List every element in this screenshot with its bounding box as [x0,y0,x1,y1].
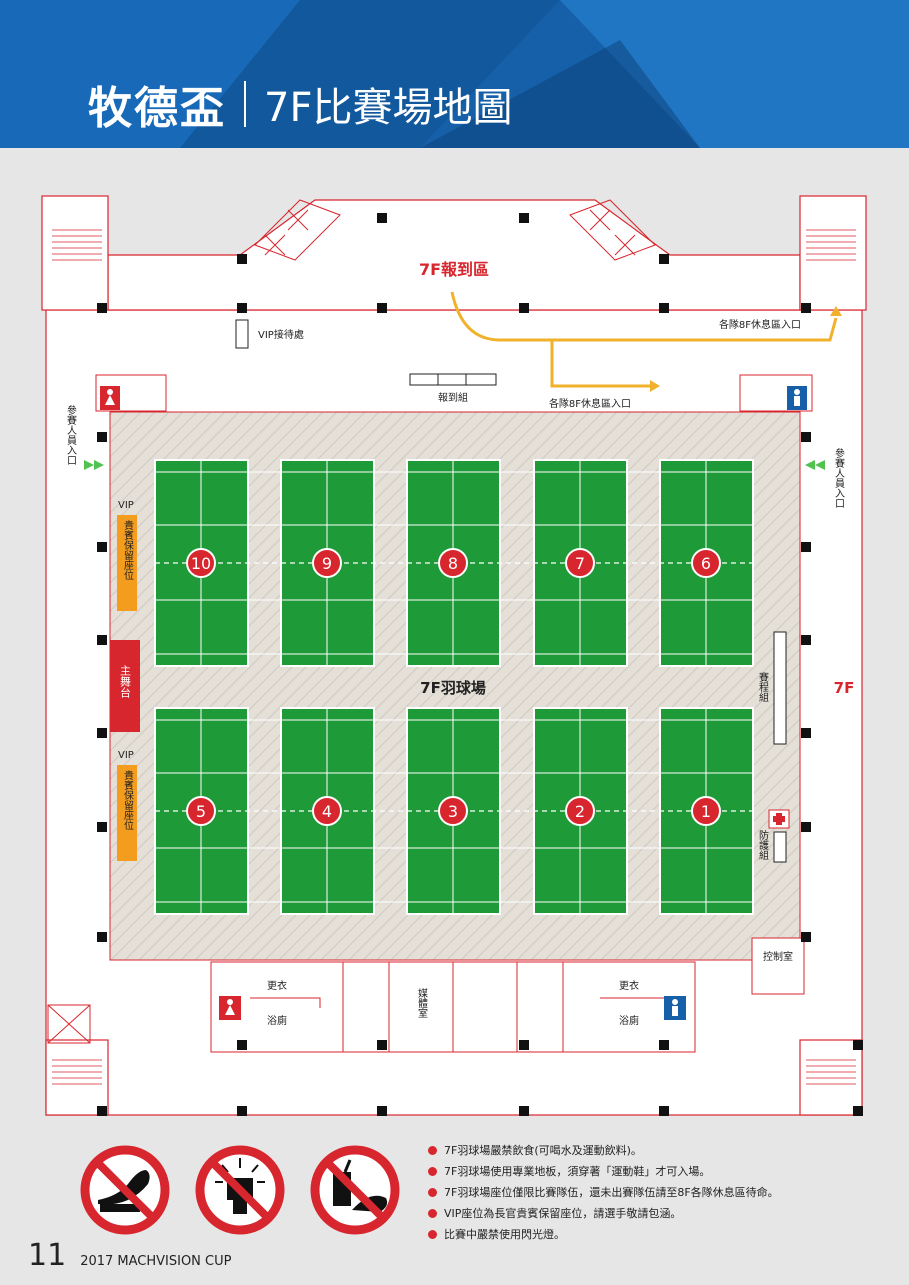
schedule-desk-label: 賽程組 [757,671,769,702]
court-number-8: 8 [448,554,458,573]
court-title: 7F羽球場 [420,679,486,697]
rule-item: 7F羽球場座位僅限比賽隊伍，還未出賽隊伍請至8F各隊休息區待命。 [428,1182,779,1203]
footer: 11 2017 MACHVISION CUP [28,1238,231,1273]
restroom-label-left: 浴廁 [267,1014,287,1027]
floor-label: 7F [834,679,855,697]
guest-seats-top [117,515,137,611]
control-room [751,937,805,995]
court-badge [691,796,721,826]
court-number-9: 9 [322,554,332,573]
restroom-female-icon [219,996,241,1020]
entry-arrow-icon [815,460,825,470]
court-number-5: 5 [196,802,206,821]
main-stage-label: 主舞台 [119,665,132,698]
header-banner: 牧德盃 7F比賽場地圖 [0,0,909,148]
restroom-label-right: 浴廁 [619,1014,639,1027]
no-flash-icon [195,1145,285,1235]
court-number-2: 2 [575,802,585,821]
entry-arrow-icon [84,460,94,470]
court-badge [438,796,468,826]
stairs [52,229,856,1085]
rules-list: 7F羽球場嚴禁飲食(可喝水及運動飲料)。 7F羽球場使用專業地板，須穿著「運動鞋… [428,1140,779,1245]
checkin-area-label: 7F報到區 [419,260,489,279]
participant-entry-label-right: 參賽人員入口 [833,447,845,508]
restroom-female-icon [100,386,120,410]
title-main: 牧德盃 [88,83,226,134]
court-numbers: 10 9 8 7 6 5 4 3 2 1 [186,548,721,826]
vip-label-top: VIP [118,500,134,511]
media-room-label: 媒體室 [416,988,428,1018]
vip-reception-desk [235,319,249,349]
entry-arrow-icon [805,460,815,470]
court-badge [438,548,468,578]
no-food-drink-icon [310,1145,400,1235]
guest-seats-label-top: 貴賓保留座位 [122,519,134,580]
page-title: 牧德盃 7F比賽場地圖 [88,72,512,136]
court-number-6: 6 [701,554,711,573]
route-arrow-icon [650,380,660,392]
rule-item: 比賽中嚴禁使用閃光燈。 [428,1224,779,1245]
court-badge [565,548,595,578]
structural-columns [97,213,863,1116]
court-badge [312,548,342,578]
rule-item: 7F羽球場嚴禁飲食(可喝水及運動飲料)。 [428,1140,779,1161]
rest-entry-label-top: 各隊8F休息區入口 [719,318,801,331]
title-sub: 7F比賽場地圖 [264,85,513,131]
first-aid-label: 防護組 [757,829,769,860]
elevators [47,199,656,1044]
first-aid-icon [768,809,790,829]
court-number-4: 4 [322,802,332,821]
bottom-rooms [210,961,696,1053]
header-background [0,0,909,148]
participant-entry-left: 參賽人員入口 [65,404,104,470]
main-stage [110,640,140,732]
rule-item: 7F羽球場使用專業地板，須穿著「運動鞋」才可入場。 [428,1161,779,1182]
title-divider [244,81,246,127]
participant-entry-right: 參賽人員入口 [805,447,845,508]
restroom-male-icon [787,386,807,410]
court-number-3: 3 [448,802,458,821]
route-paths [450,291,838,388]
vip-label-bottom: VIP [118,750,134,761]
court-badge [186,548,216,578]
participant-entry-label-left: 參賽人員入口 [65,404,77,465]
footer-text: 2017 MACHVISION CUP [80,1254,232,1269]
vip-reception-label: VIP接待處 [258,328,304,341]
guest-seats-label-bottom: 貴賓保留座位 [122,769,134,830]
changing-label-right: 更衣 [619,979,639,992]
restroom-male-icon [664,996,686,1020]
court-number-7: 7 [575,554,585,573]
court-badge [312,796,342,826]
changing-label-left: 更衣 [267,979,287,992]
page-number: 11 [28,1238,67,1273]
route-arrow-icon [830,306,842,316]
registration-desk [409,373,497,386]
court-badge [186,796,216,826]
no-high-heels-icon [80,1145,170,1235]
court-number-10: 10 [191,554,211,573]
rest-entry-label-mid: 各隊8F休息區入口 [549,397,631,410]
registration-label: 報到組 [438,391,468,404]
guest-seats-bottom [117,765,137,861]
entry-arrow-icon [94,460,104,470]
court-badge [691,548,721,578]
court-number-1: 1 [701,802,711,821]
rule-item: VIP座位為長官貴賓保留座位，請選手敬請包涵。 [428,1203,779,1224]
first-aid-desk [773,831,787,863]
control-room-label: 控制室 [763,950,793,963]
court-badge [565,796,595,826]
schedule-desk [773,631,787,745]
